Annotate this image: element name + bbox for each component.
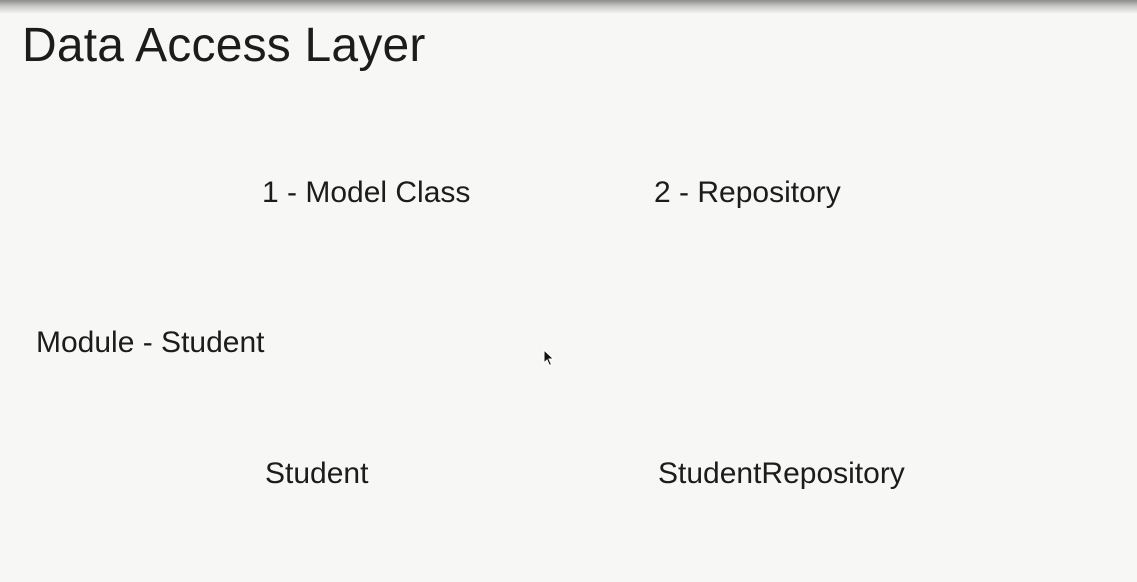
module-label: Module - Student [36, 326, 265, 359]
top-edge-shadow [0, 0, 1137, 14]
model-class-example: Student [265, 457, 369, 490]
repository-example: StudentRepository [658, 457, 905, 490]
model-class-heading: 1 - Model Class [262, 176, 471, 209]
mouse-pointer-icon [543, 349, 555, 367]
slide-title: Data Access Layer [22, 19, 426, 72]
repository-heading: 2 - Repository [654, 176, 841, 209]
